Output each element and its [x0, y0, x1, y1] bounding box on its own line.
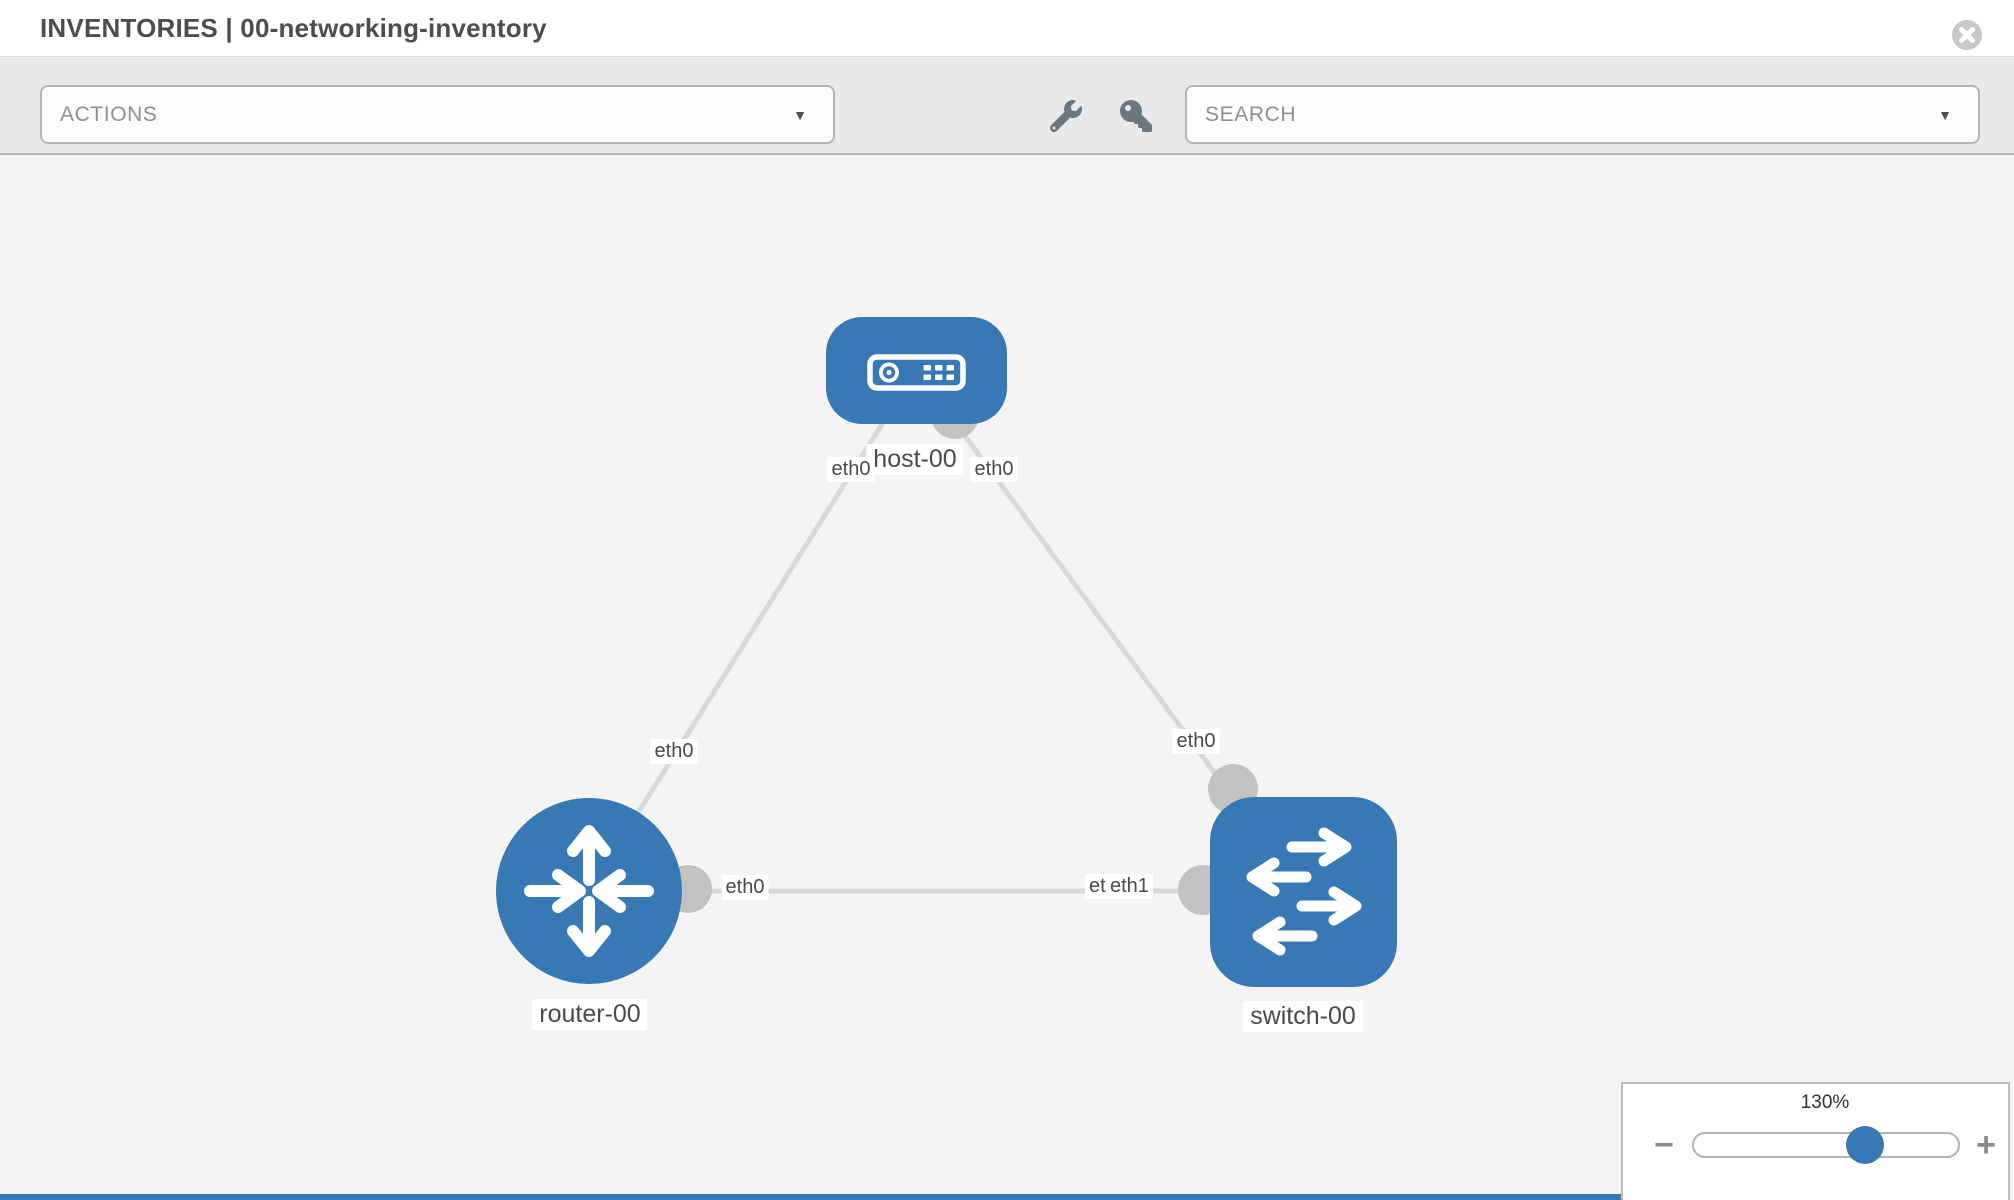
- switch-node-label[interactable]: switch-00: [1243, 1001, 1363, 1032]
- search-dropdown[interactable]: SEARCH ▼: [1185, 85, 1980, 144]
- interface-label[interactable]: eth0: [970, 457, 1018, 482]
- topology-graph: [496, 317, 1397, 987]
- node-switch[interactable]: [1210, 797, 1397, 987]
- close-button[interactable]: [1951, 19, 1983, 51]
- interface-label[interactable]: eth1: [1106, 874, 1153, 899]
- topology-canvas[interactable]: host-00 eth0 eth0 eth0 eth0 eth0 eth0 et…: [0, 155, 2014, 1200]
- node-host[interactable]: [826, 317, 1007, 424]
- link-host-router[interactable]: [586, 368, 919, 893]
- actions-dropdown-label: ACTIONS: [60, 102, 158, 126]
- page-title: INVENTORIES | 00-networking-inventory: [40, 13, 547, 43]
- zoom-level-value: 130%: [1800, 1092, 1850, 1113]
- zoom-control-panel: 130% − +: [1621, 1082, 2010, 1200]
- interface-label[interactable]: eth0: [827, 457, 875, 482]
- zoom-out-button[interactable]: −: [1654, 1126, 1674, 1164]
- router-arrows-icon: [524, 825, 654, 957]
- key-icon[interactable]: [1120, 100, 1152, 132]
- actions-dropdown[interactable]: ACTIONS ▼: [40, 85, 835, 144]
- chevron-down-icon: ▼: [1938, 106, 1952, 123]
- interface-label-overlap[interactable]: eth0 eth1: [1085, 874, 1175, 902]
- interface-label[interactable]: eth0: [650, 739, 698, 764]
- zoom-slider-track[interactable]: [1692, 1132, 1960, 1158]
- toolbar: ACTIONS ▼ SEARCH ▼: [0, 58, 2014, 155]
- wrench-icon[interactable]: [1049, 100, 1082, 133]
- router-node-label[interactable]: router-00: [532, 999, 648, 1030]
- zoom-in-button[interactable]: +: [1976, 1126, 1996, 1164]
- node-router[interactable]: [496, 798, 682, 984]
- switch-arrows-icon: [1246, 827, 1362, 956]
- zoom-slider-knob[interactable]: [1846, 1126, 1884, 1164]
- interface-label[interactable]: eth0: [721, 875, 769, 900]
- interface-label[interactable]: eth0: [1172, 729, 1220, 754]
- header: INVENTORIES | 00-networking-inventory: [0, 0, 2014, 57]
- search-dropdown-label: SEARCH: [1205, 102, 1297, 126]
- chevron-down-icon: ▼: [793, 106, 807, 123]
- bottom-accent-bar: [0, 1194, 1621, 1200]
- host-node-label[interactable]: host-00: [866, 444, 964, 475]
- close-icon: [1951, 20, 1983, 54]
- host-device-icon: [867, 354, 966, 391]
